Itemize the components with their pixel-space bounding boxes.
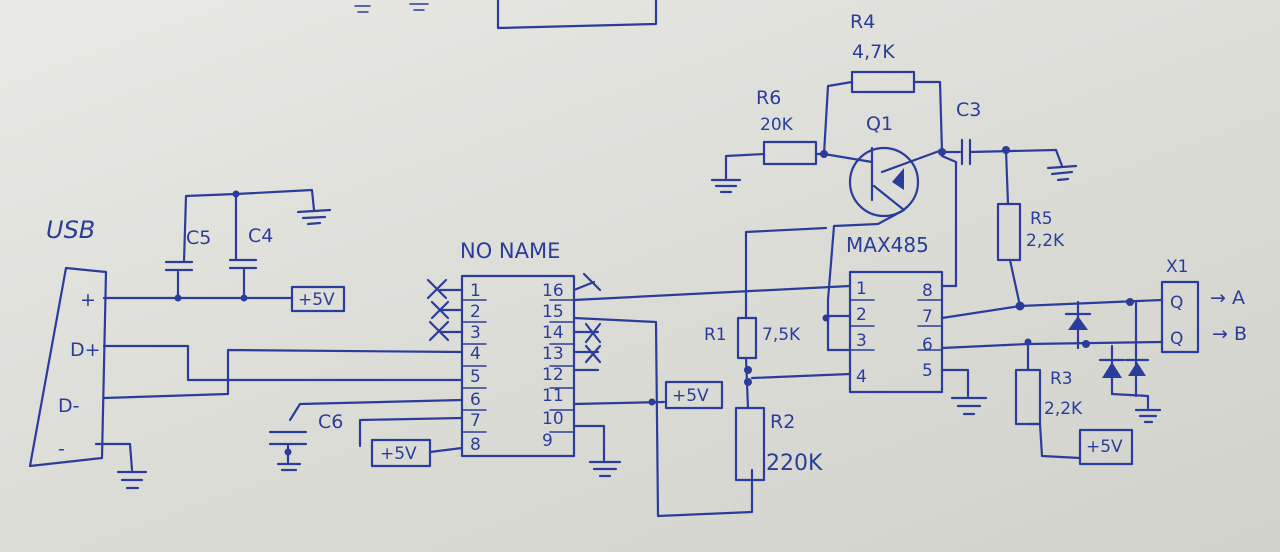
max-pin-8: 8 <box>922 281 933 301</box>
diode-tvs-1 <box>1064 300 1092 350</box>
wire-max-enable <box>826 298 852 352</box>
capacitor-c4: C4 <box>228 188 316 302</box>
wire-line-b <box>940 340 1164 350</box>
supply-5v-pin8-label: +5V <box>380 444 417 464</box>
noname-pin-9: 9 <box>542 431 553 451</box>
max-pin-4: 4 <box>856 367 867 387</box>
capacitor-c6: C6 <box>268 398 464 472</box>
capacitor-c5: C5 <box>164 192 238 302</box>
wire-pin14 <box>572 316 754 518</box>
resistor-r5: R5 2,2K <box>996 148 1065 308</box>
ground-noname-pin9 <box>572 424 622 478</box>
max485-title: MAX485 <box>846 233 929 257</box>
resistor-r2: R2 220K <box>734 406 823 482</box>
diode-tvs-3 <box>1124 300 1150 398</box>
output-b-label: → B <box>1212 323 1247 345</box>
noname-pin-5: 5 <box>470 367 481 387</box>
ground-usb <box>94 442 148 490</box>
x1-pin-b: Q <box>1170 329 1183 349</box>
supply-5v-r3-label: +5V <box>1086 437 1123 457</box>
r4-value: 4,7K <box>852 41 895 63</box>
usb-pin-dminus: D- <box>58 395 80 417</box>
partial-box-top <box>354 0 658 30</box>
wire-r1-to-max4 <box>750 372 852 380</box>
resistor-r3: R3 2,2K <box>1014 342 1083 460</box>
c4-label: C4 <box>248 225 273 247</box>
noname-pin-6: 6 <box>470 390 481 410</box>
noname-pin-2: 2 <box>470 302 481 322</box>
noname-pin-10: 10 <box>542 409 564 429</box>
supply-5v-mid-label: +5V <box>672 386 709 406</box>
c5-label: C5 <box>186 227 211 249</box>
r2-value: 220K <box>766 451 823 476</box>
resistor-r4: R4 4,7K <box>822 11 944 156</box>
r2-label: R2 <box>770 411 795 433</box>
noname-pin-11: 11 <box>542 386 564 406</box>
noname-pin-7: 7 <box>470 411 481 431</box>
supply-5v-top: +5V <box>290 285 346 313</box>
usb-pin-minus: - <box>58 438 65 460</box>
noname-pin-16: 16 <box>542 281 564 301</box>
r6-value: 20K <box>760 115 794 135</box>
wire-ro <box>572 284 852 302</box>
chip-noname: NO NAME 1 2 3 4 5 6 7 8 16 15 14 13 12 1… <box>460 239 576 458</box>
max-pin-6: 6 <box>922 335 933 355</box>
noname-pin-12: 12 <box>542 365 564 385</box>
noname-pin-1: 1 <box>470 281 481 301</box>
resistor-r6: R6 20K <box>710 87 826 194</box>
capacitor-c3: C3 <box>940 99 1078 182</box>
noname-pin-13: 13 <box>542 344 564 364</box>
r1-value: 7,5K <box>762 325 801 345</box>
max-pin-2: 2 <box>856 305 867 325</box>
c3-label: C3 <box>956 99 981 121</box>
x1-label: X1 <box>1166 257 1188 277</box>
r1-label: R1 <box>704 325 727 345</box>
noname-title: NO NAME <box>460 239 560 263</box>
transistor-q1: Q1 <box>820 113 946 302</box>
noname-pin-14: 14 <box>542 323 564 343</box>
supply-5v-r3: +5V <box>1078 428 1134 466</box>
x1-pin-a: Q <box>1170 293 1183 313</box>
usb-pin-dplus: D+ <box>70 339 101 361</box>
noname-pin-15: 15 <box>542 302 564 322</box>
r6-label: R6 <box>756 87 781 109</box>
noname-pin-8: 8 <box>470 435 481 455</box>
r5-label: R5 <box>1030 209 1053 229</box>
chip-max485: MAX485 1 2 3 4 8 7 6 5 <box>846 233 944 394</box>
output-a-label: → A <box>1210 287 1245 309</box>
connector-x1: X1 Q Q → A → B <box>1160 257 1247 354</box>
wire-max-pin8 <box>940 154 958 288</box>
ground-tvs <box>1110 392 1162 424</box>
no-connect-marks <box>426 272 602 372</box>
diode-tvs-2 <box>1098 344 1126 396</box>
usb-title: USB <box>46 216 95 244</box>
resistor-r1: R1 7,5K <box>704 226 828 410</box>
ground-c4 <box>296 208 332 226</box>
r5-value: 2,2K <box>1026 231 1065 251</box>
ground-max-pin5 <box>940 368 988 416</box>
r3-value: 2,2K <box>1044 399 1083 419</box>
usb-pin-plus: + <box>80 289 96 311</box>
max-pin-1: 1 <box>856 279 867 299</box>
r4-label: R4 <box>850 11 875 33</box>
supply-5v-mid: +5V <box>648 380 724 410</box>
noname-pin-3: 3 <box>470 323 481 343</box>
usb-connector: USB + D+ D- - <box>28 216 108 468</box>
supply-5v-noname-pin8: +5V <box>370 438 464 468</box>
max-pin-3: 3 <box>856 331 867 351</box>
wire-dminus <box>102 348 464 400</box>
supply-5v-top-label: +5V <box>298 290 335 310</box>
max-pin-5: 5 <box>922 361 933 381</box>
r3-label: R3 <box>1050 369 1073 389</box>
q1-label: Q1 <box>866 113 893 135</box>
noname-pin-4: 4 <box>470 344 481 364</box>
max-pin-7: 7 <box>922 307 933 327</box>
c6-label: C6 <box>318 411 343 433</box>
wire-dplus <box>102 344 464 382</box>
